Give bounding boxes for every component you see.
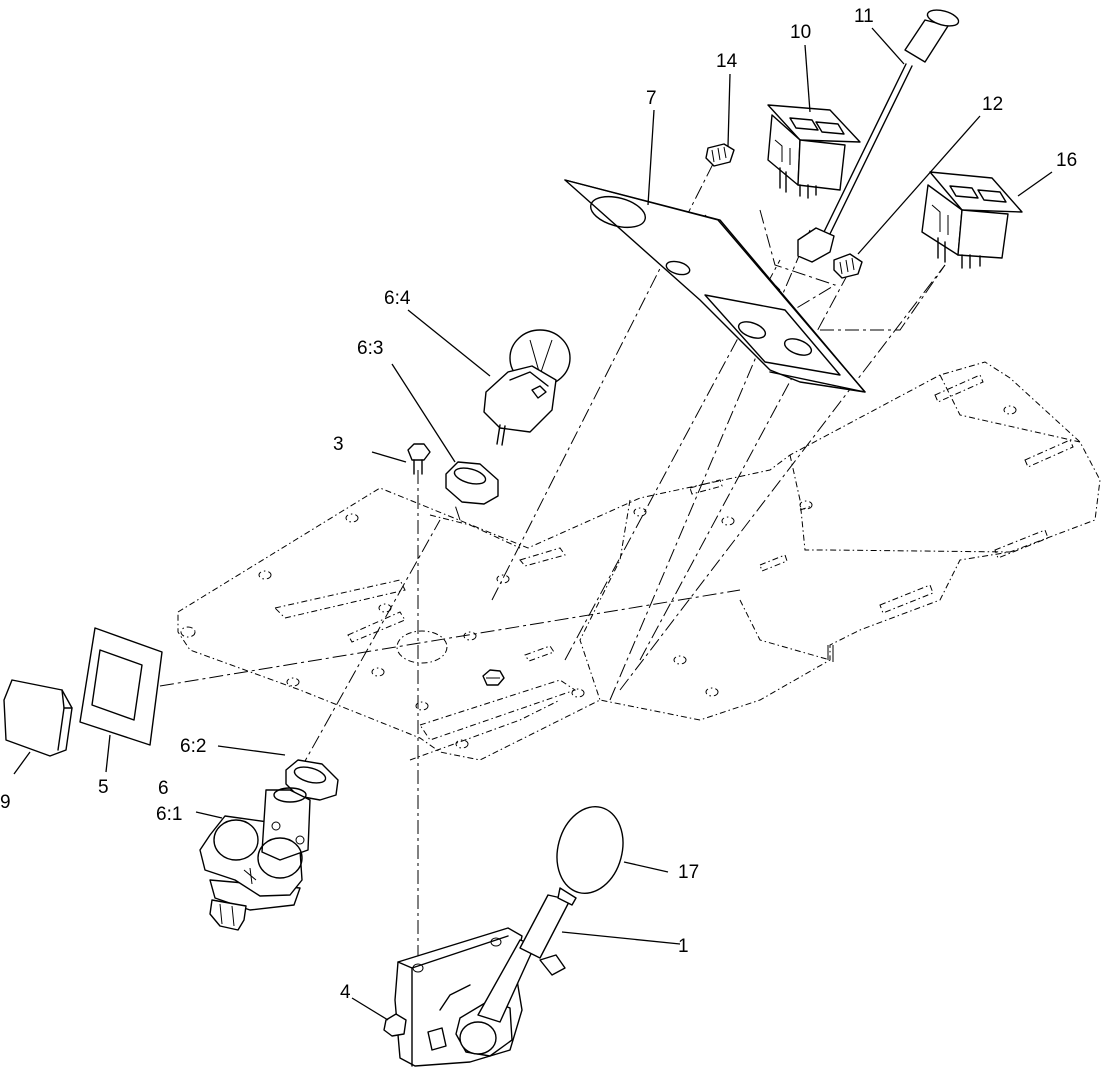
decal-plate-part-7 <box>564 179 866 393</box>
callout-1: 1 <box>678 936 689 957</box>
plug-part-14 <box>705 143 735 167</box>
callout-17: 17 <box>678 862 699 883</box>
bolt-part-3 <box>407 443 431 475</box>
cap-part-9 <box>3 679 73 757</box>
callout-5: 5 <box>98 777 109 798</box>
rotary-switch-part-6-1 <box>199 787 311 931</box>
callout-10: 10 <box>790 22 811 43</box>
callout-9: 9 <box>0 792 11 813</box>
callout-4: 4 <box>340 982 351 1003</box>
callout-16: 16 <box>1056 150 1077 171</box>
lever-knob-part-17 <box>556 805 624 906</box>
callout-12: 12 <box>982 94 1003 115</box>
switch-part-16 <box>921 171 1023 269</box>
callout-6: 6 <box>158 778 169 799</box>
callout-labels: 1 17 3 4 5 9 6 6:1 6:2 6:3 6:4 7 14 10 1… <box>0 6 1077 1003</box>
callout-14: 14 <box>716 51 738 72</box>
callout-6-1: 6:1 <box>156 804 182 825</box>
callout-11: 11 <box>854 6 874 27</box>
light-wire-part-11 <box>797 9 960 263</box>
callout-7: 7 <box>646 88 657 109</box>
lever-bracket-part-1 <box>383 894 571 1067</box>
callout-6-4: 6:4 <box>384 288 411 309</box>
callout-3: 3 <box>333 434 344 455</box>
switch-part-10 <box>767 104 861 199</box>
nut-part-6-3 <box>445 461 499 505</box>
callout-6-2: 6:2 <box>180 736 206 757</box>
knob-part-6-4 <box>483 329 571 446</box>
bezel-part-5 <box>79 627 163 746</box>
leader-lines <box>13 27 1053 1021</box>
mounting-plate <box>177 361 1101 761</box>
callout-6-3: 6:3 <box>357 338 383 359</box>
plug-part-12 <box>833 253 863 279</box>
